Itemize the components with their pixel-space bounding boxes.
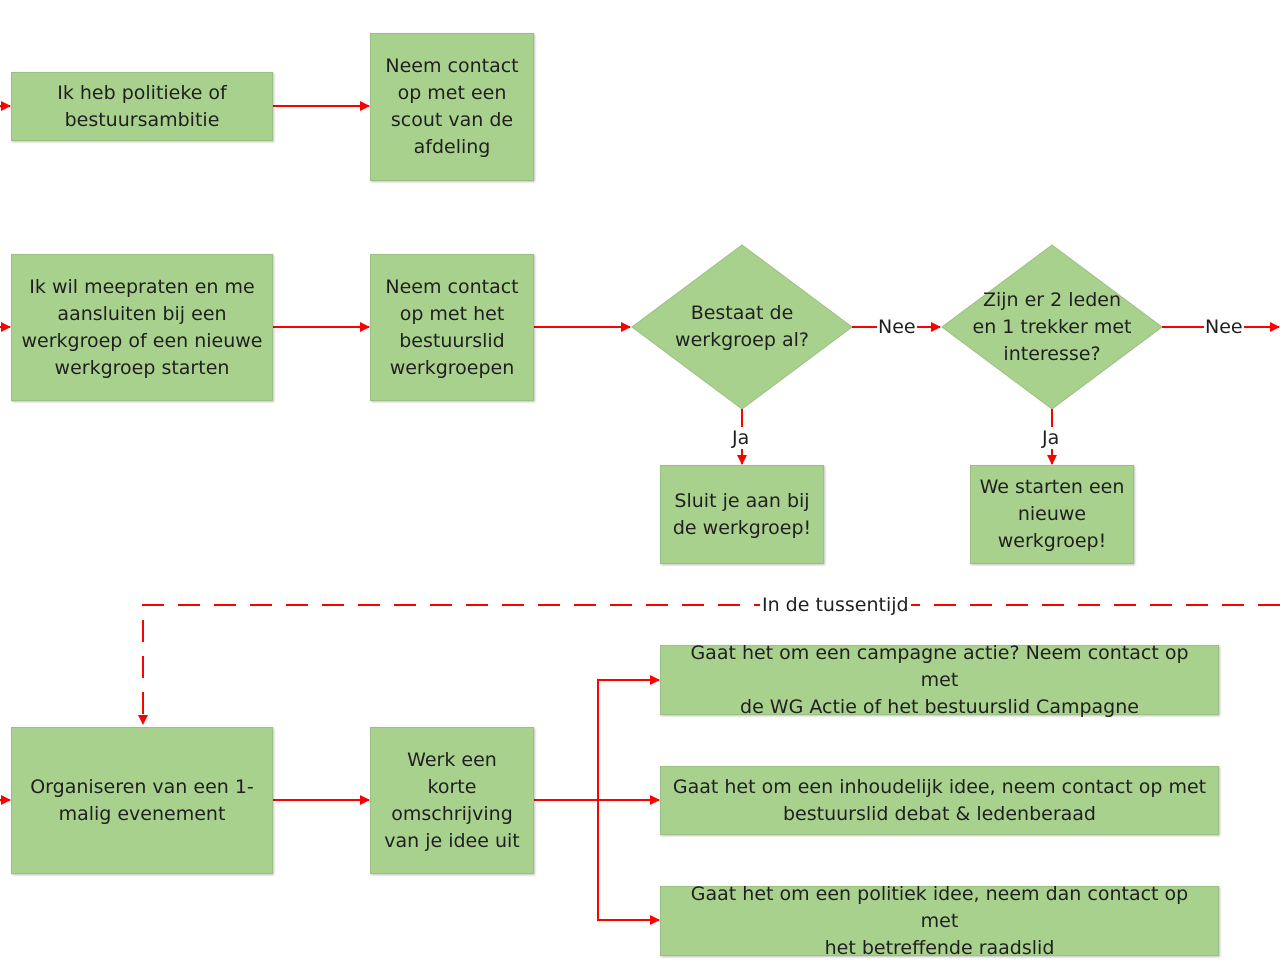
edge-label-ja-2: Ja (1041, 427, 1061, 449)
node-nieuwe-werkgroep: We starten een nieuwe werkgroep! (970, 465, 1134, 564)
node-werkgroep-wens: Ik wil meepraten en me aansluiten bij ee… (11, 254, 273, 401)
node-contact-scout: Neem contact op met een scout van de afd… (370, 33, 534, 181)
arrow-branch-to-politiek (597, 800, 660, 925)
arrow-branch-to-campagne (597, 675, 660, 800)
node-politieke-ambitie: Ik heb politieke of bestuursambitie (11, 72, 273, 141)
edge-label-nee-2: Nee (1204, 316, 1244, 338)
edge-label-nee-1: Nee (877, 316, 917, 338)
node-sluit-aan: Sluit je aan bij de werkgroep! (660, 465, 824, 564)
node-evenement: Organiseren van een 1- malig evenement (11, 727, 273, 874)
node-inhoudelijk-idee: Gaat het om een inhoudelijk idee, neem c… (660, 766, 1219, 835)
edge-label-tussentijd: In de tussentijd (760, 594, 911, 616)
node-politiek-idee: Gaat het om een politiek idee, neem dan … (660, 883, 1219, 959)
decision-bestaat-werkgroep-label: Bestaat de werkgroep al? (675, 302, 809, 351)
node-omschrijving: Werk een korte omschrijving van je idee … (370, 727, 534, 874)
node-contact-bestuurslid: Neem contact op met het bestuurslid werk… (370, 254, 534, 401)
node-campagne-actie: Gaat het om een campagne actie? Neem con… (660, 642, 1219, 718)
decision-leden-trekker-label: Zijn er 2 leden en 1 trekker met interes… (972, 288, 1132, 365)
edge-label-ja-1: Ja (731, 427, 751, 449)
